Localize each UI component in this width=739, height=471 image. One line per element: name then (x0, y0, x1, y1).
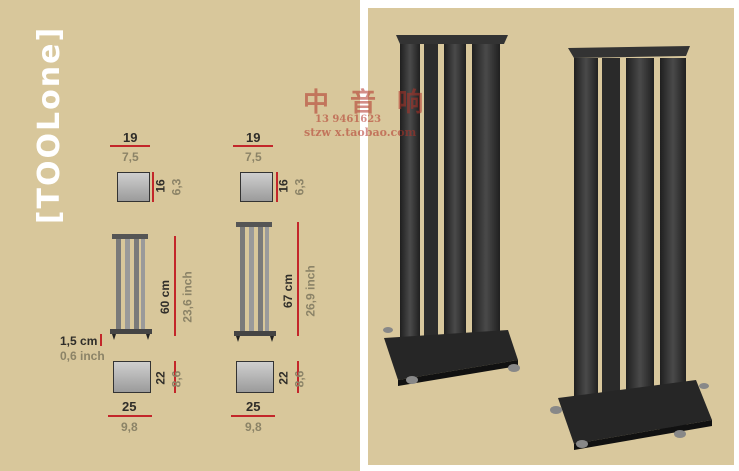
stand-60-diagram (110, 234, 152, 340)
base-depth-cm-67: 22 (276, 371, 291, 385)
height-67-inch: 26,9 inch (303, 265, 318, 317)
spike-inch: 0,6 inch (60, 349, 105, 363)
base-width-inch-67: 9,8 (245, 420, 262, 434)
height-60-inch: 23,6 inch (180, 271, 195, 323)
top-depth-inch-67: 6,3 (292, 178, 307, 196)
top-width-inch-67: 7,5 (245, 150, 262, 164)
base-depth-inch: 8,6 (169, 370, 184, 388)
base-plate-diagram (113, 361, 151, 393)
stand-67-diagram (234, 222, 276, 342)
watermark-url: stzw x.taobao.com (304, 126, 417, 139)
spike-cm: 1,5 cm (60, 334, 98, 348)
base-depth-line-67 (297, 361, 299, 393)
top-plate-diagram (117, 172, 150, 202)
spike-line (100, 334, 102, 346)
top-width-line-67 (233, 145, 273, 147)
base-width-inch: 9,8 (121, 420, 138, 434)
height-line-60 (174, 236, 176, 336)
base-depth-line (174, 361, 176, 393)
height-67-cm: 67 cm (281, 273, 296, 309)
brand-logo: [TOOLone] (32, 25, 67, 225)
product-photo-panel (368, 8, 734, 465)
base-width-cm-67: 25 (246, 399, 261, 414)
base-depth-inch-67: 8,6 (292, 370, 307, 388)
top-depth-inch: 6,3 (169, 178, 184, 196)
base-depth-cm: 22 (153, 371, 168, 385)
speaker-stands-photo (383, 35, 712, 450)
top-depth-line-67 (276, 172, 278, 202)
watermark-phone: 13 9461623 (315, 114, 382, 125)
top-width-cm: 19 (123, 130, 138, 145)
base-plate-diagram-67 (236, 361, 274, 393)
height-line-67 (297, 222, 299, 336)
top-depth-cm: 16 (153, 179, 168, 193)
top-plate-diagram-67 (240, 172, 273, 202)
top-depth-line (152, 172, 154, 202)
watermark-logo: 中 音 响 (303, 88, 430, 118)
top-width-inch: 7,5 (122, 150, 139, 164)
height-60-cm: 60 cm (158, 279, 173, 315)
top-depth-cm-67: 16 (276, 179, 291, 193)
base-width-line-67 (231, 415, 275, 417)
base-width-line (108, 415, 152, 417)
base-width-cm: 25 (122, 399, 137, 414)
top-width-line (110, 145, 150, 147)
dimensions-panel: [TOOLone] 19 7,5 16 6,3 60 cm 23,6 inch … (0, 0, 360, 471)
top-width-cm-67: 19 (246, 130, 261, 145)
